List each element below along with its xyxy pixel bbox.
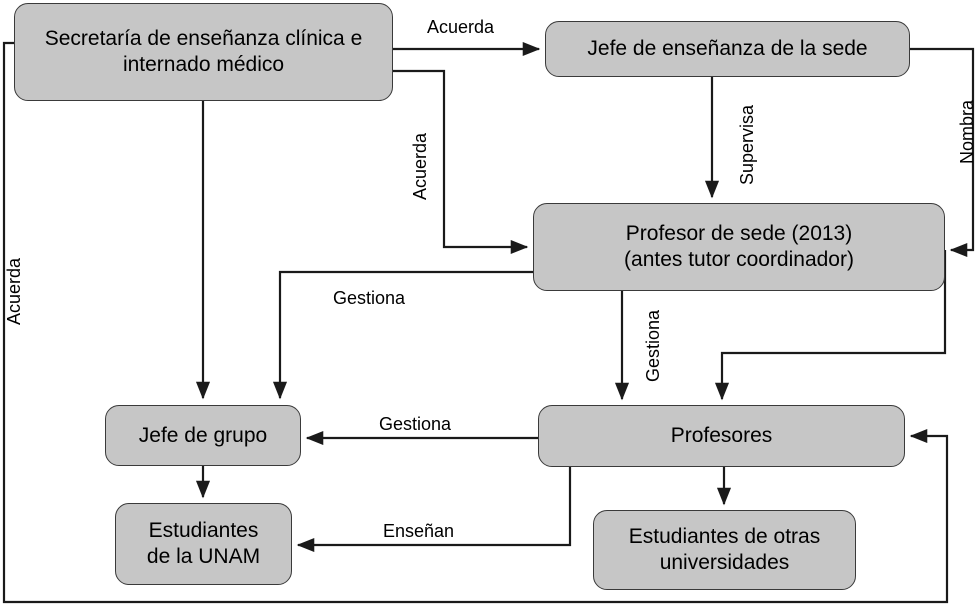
edge-profesores-ensenan-estudiantes-unam	[296, 467, 572, 553]
node-secretaria-label: Secretaría de enseñanza clínica e intern…	[44, 27, 363, 76]
node-estudiantes-otras-universidades[interactable]: Estudiantes de otras universidades	[593, 510, 856, 590]
node-profesores[interactable]: Profesores	[538, 405, 905, 467]
edge-secretaria-to-profesor-sede	[393, 69, 529, 255]
edge-profesor-sede-gestiona-jefe-grupo	[272, 270, 533, 400]
edge-label-6: Gestiona	[643, 310, 663, 383]
edge-label-3: Supervisa	[737, 105, 757, 186]
edge-label-1: Acuerda	[410, 133, 430, 201]
edge-jefe-sede-nombra-profesor	[910, 47, 975, 258]
edge-label-4: Nombra	[957, 100, 977, 165]
node-secretaria[interactable]: Secretaría de enseñanza clínica e intern…	[14, 3, 393, 101]
node-jefe-ensenanza-sede[interactable]: Jefe de enseñanza de la sede	[545, 21, 910, 77]
edge-label-8: Enseñan	[383, 521, 455, 541]
edge-secretaria-to-profesores	[2, 41, 949, 604]
edge-label-0: Acuerda	[427, 17, 495, 37]
edge-label-7: Gestiona	[379, 414, 452, 434]
node-jefe-de-grupo[interactable]: Jefe de grupo	[105, 405, 301, 466]
edge-label-2: Acuerda	[4, 258, 24, 326]
node-estudiantes-unam-label: Estudiantes de la UNAM	[146, 519, 261, 568]
node-estudiantes-otras-universidades-label: Estudiantes de otras universidades	[628, 525, 821, 574]
node-jefe-ensenanza-sede-label: Jefe de enseñanza de la sede	[587, 37, 868, 61]
edge-path-group	[2, 41, 975, 604]
node-profesor-de-sede-label: Profesor de sede (2013) (antes tutor coo…	[624, 222, 854, 271]
node-profesor-de-sede[interactable]: Profesor de sede (2013) (antes tutor coo…	[533, 203, 945, 291]
node-estudiantes-unam[interactable]: Estudiantes de la UNAM	[115, 503, 292, 585]
edge-profesor-sede-right-to-profesores	[714, 250, 947, 401]
edge-label-5: Gestiona	[333, 288, 406, 308]
node-jefe-de-grupo-label: Jefe de grupo	[138, 423, 268, 447]
node-profesores-label: Profesores	[670, 424, 773, 448]
